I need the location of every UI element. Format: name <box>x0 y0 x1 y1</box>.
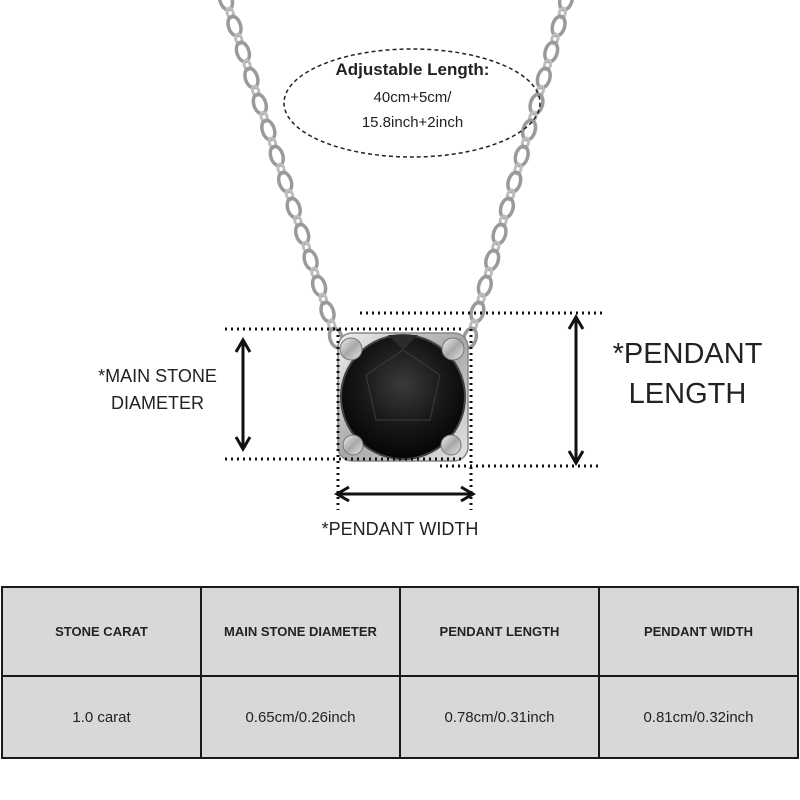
prong-bottom-left <box>342 434 364 456</box>
chain-link <box>513 144 530 168</box>
main-stone-label-line1: *MAIN STONE <box>98 366 217 386</box>
product-illustration <box>217 0 602 510</box>
header-pendant-width: PENDANT WIDTH <box>598 586 799 677</box>
chain-link <box>535 66 552 90</box>
chain-link <box>491 222 508 246</box>
chain-link <box>506 170 523 194</box>
prong-bottom-right <box>440 434 462 456</box>
pendant-length-arrow <box>567 314 585 466</box>
pendant-length-label-line1: *PENDANT <box>612 338 763 370</box>
header-stone-carat: STONE CARAT <box>1 586 202 677</box>
callout-length-cm: 40cm+5cm/ <box>373 89 452 106</box>
prong-top-right <box>441 337 465 361</box>
callout-length-inch: 15.8inch+2inch <box>361 114 464 131</box>
prong-top-left <box>339 337 363 361</box>
cell-pendant-length: 0.78cm/0.31inch <box>399 675 600 759</box>
pendant-width-arrow <box>334 485 476 503</box>
chain-link <box>498 196 516 220</box>
callout-title: Adjustable Length: <box>335 60 490 79</box>
spec-table: STONE CARAT MAIN STONE DIAMETER PENDANT … <box>1 586 799 759</box>
pendant <box>337 332 469 462</box>
chain-link <box>469 300 486 324</box>
chain-link <box>550 14 567 38</box>
chain-link <box>476 274 493 298</box>
adjustable-length-callout <box>283 48 541 158</box>
dimension-guides <box>225 311 602 510</box>
table-row: 1.0 carat 0.65cm/0.26inch 0.78cm/0.31inc… <box>1 675 799 759</box>
chain-right <box>461 0 575 350</box>
chain-left <box>217 0 345 350</box>
pendant-length-label-line2: LENGTH <box>628 378 747 410</box>
pendant-width-label: *PENDANT WIDTH <box>321 519 479 539</box>
cell-main-stone-diameter: 0.65cm/0.26inch <box>200 675 401 759</box>
chain-link <box>543 40 560 64</box>
main-stone-label-line2: DIAMETER <box>110 393 204 413</box>
main-stone-diameter-arrow <box>234 337 252 452</box>
table-header-row: STONE CARAT MAIN STONE DIAMETER PENDANT … <box>1 586 799 677</box>
chain-link <box>484 248 501 272</box>
header-pendant-length: PENDANT LENGTH <box>399 586 600 677</box>
header-main-stone-diameter: MAIN STONE DIAMETER <box>200 586 401 677</box>
cell-pendant-width: 0.81cm/0.32inch <box>598 675 799 759</box>
cell-stone-carat: 1.0 carat <box>1 675 202 759</box>
